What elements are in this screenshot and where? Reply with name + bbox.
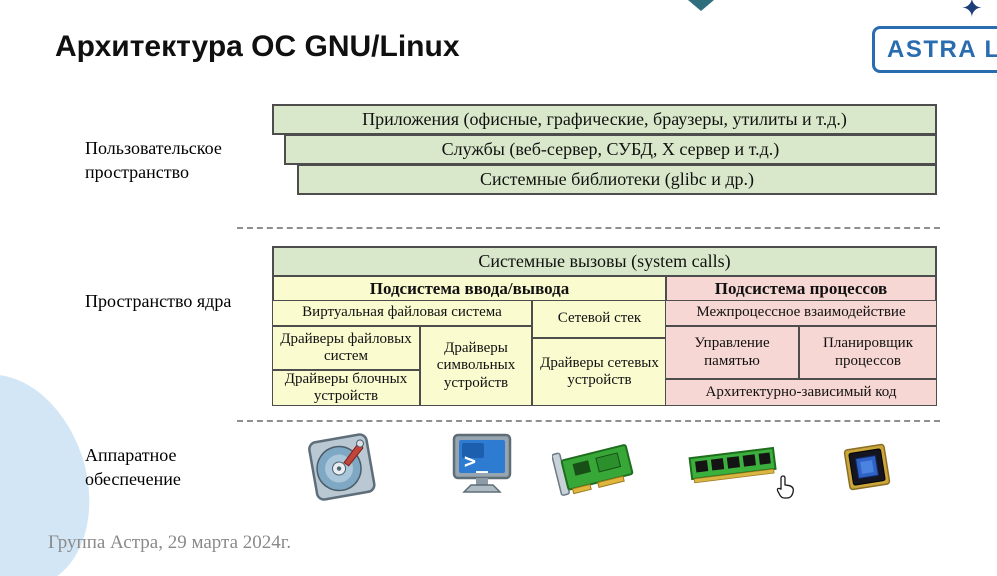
io-subsystem: Подсистема ввода/вывода Виртуальная файл… bbox=[272, 275, 667, 406]
divider-kernel-hardware bbox=[237, 420, 940, 422]
kernel-subsystems: Подсистема ввода/вывода Виртуальная файл… bbox=[272, 275, 937, 406]
cell-arch-dependent-code: Архитектурно-зависимый код bbox=[665, 379, 937, 406]
footer-caption: Группа Астра, 29 марта 2024г. bbox=[48, 532, 292, 553]
process-subsystem-title: Подсистема процессов bbox=[665, 275, 937, 302]
process-subsystem: Подсистема процессов Межпроцессное взаим… bbox=[665, 275, 937, 406]
user-space-row-services: Службы (веб-сервер, СУБД, X сервер и т.д… bbox=[284, 134, 937, 165]
user-space-row-libraries: Системные библиотеки (glibc и др.) bbox=[297, 164, 937, 195]
io-subsystem-grid: Виртуальная файловая система Сетевой сте… bbox=[272, 300, 667, 406]
decor-top-notch bbox=[688, 0, 714, 11]
cell-process-scheduler: Планировщик процессов bbox=[799, 326, 937, 379]
process-subsystem-grid: Межпроцессное взаимодействие Управление … bbox=[665, 300, 937, 406]
kernel-block: Системные вызовы (system calls) Подсисте… bbox=[272, 246, 937, 406]
divider-user-kernel bbox=[237, 227, 940, 229]
label-hardware: Аппаратное обеспечение bbox=[85, 445, 181, 489]
hdd-icon bbox=[303, 428, 381, 511]
astra-linux-logo: ASTRA LINUX bbox=[872, 26, 997, 73]
cell-memory-management: Управление памятью bbox=[665, 326, 799, 379]
star-icon: ✦ bbox=[961, 0, 983, 24]
svg-text:>_: >_ bbox=[464, 449, 489, 473]
cell-block-device-drivers: Драйверы блочных устройств bbox=[272, 370, 420, 406]
cell-interprocess-communication: Межпроцессное взаимодействие bbox=[665, 300, 937, 326]
cell-virtual-file-system: Виртуальная файловая система bbox=[272, 300, 532, 326]
ram-icon bbox=[686, 444, 780, 495]
io-subsystem-title: Подсистема ввода/вывода bbox=[272, 275, 667, 302]
cell-network-stack: Сетевой стек bbox=[532, 300, 667, 338]
cell-filesystem-drivers: Драйверы файловых систем bbox=[272, 326, 420, 370]
cell-network-device-drivers: Драйверы сетевых устройств bbox=[532, 338, 667, 406]
user-space-row-applications: Приложения (офисные, графические, браузе… bbox=[272, 104, 937, 135]
hand-cursor-icon bbox=[776, 474, 796, 505]
kernel-syscalls-row: Системные вызовы (system calls) bbox=[272, 246, 937, 277]
label-user-space: Пользовательское пространство bbox=[85, 138, 222, 182]
page-title: Архитектура ОС GNU/Linux bbox=[55, 30, 460, 63]
cell-char-device-drivers: Драйверы символьных устройств bbox=[420, 326, 532, 406]
cpu-icon bbox=[838, 438, 896, 501]
logo-text: ASTRA LINUX bbox=[887, 35, 997, 63]
terminal-icon: >_ bbox=[446, 430, 518, 507]
network-card-icon bbox=[551, 436, 644, 503]
label-kernel-space: Пространство ядра bbox=[85, 291, 232, 311]
